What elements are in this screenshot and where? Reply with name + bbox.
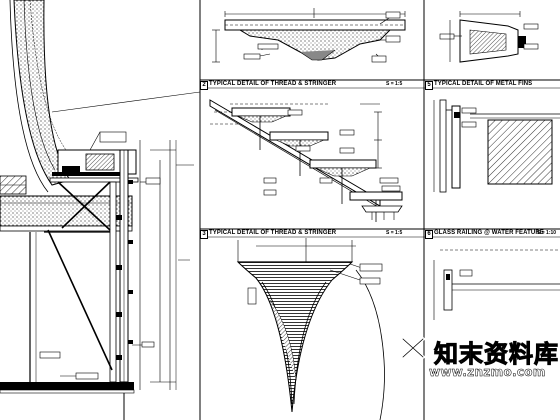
panel-scale-3: S = 1:5 [386,230,403,236]
panel-title-5: TYPICAL DETAIL OF METAL FINS [434,81,533,87]
watermark-url: www.znzmo.com [429,365,546,380]
panel-title-6: GLASS RAILING @ WATER FEATURE [434,230,544,236]
sheet-grid [199,0,560,420]
panel-title-3: TYPICAL DETAIL OF THREAD & STRINGER [209,230,337,236]
panel-number-3: 3 [200,230,208,239]
watermark-logo-text: 知末资料库 [434,340,559,369]
stair-section-detail [209,99,403,222]
znzmo-logo-icon [401,337,425,359]
panel-scale-2: S = 1:5 [386,81,403,87]
panel-number-2: 2 [200,81,208,90]
section-drawing [0,0,201,420]
metal-fin-elevation [439,11,539,63]
panel-title-2: TYPICAL DETAIL OF THREAD & STRINGER [209,81,337,87]
panel-number-6: 6 [425,230,433,239]
glass-railing-detail [433,249,560,320]
metal-fin-section [433,99,560,193]
panel-scale-6: S = 1:10 [537,230,557,236]
funnel-section-detail [236,238,385,420]
tread-plan-detail [212,8,406,63]
panel-number-5: 5 [425,81,433,90]
